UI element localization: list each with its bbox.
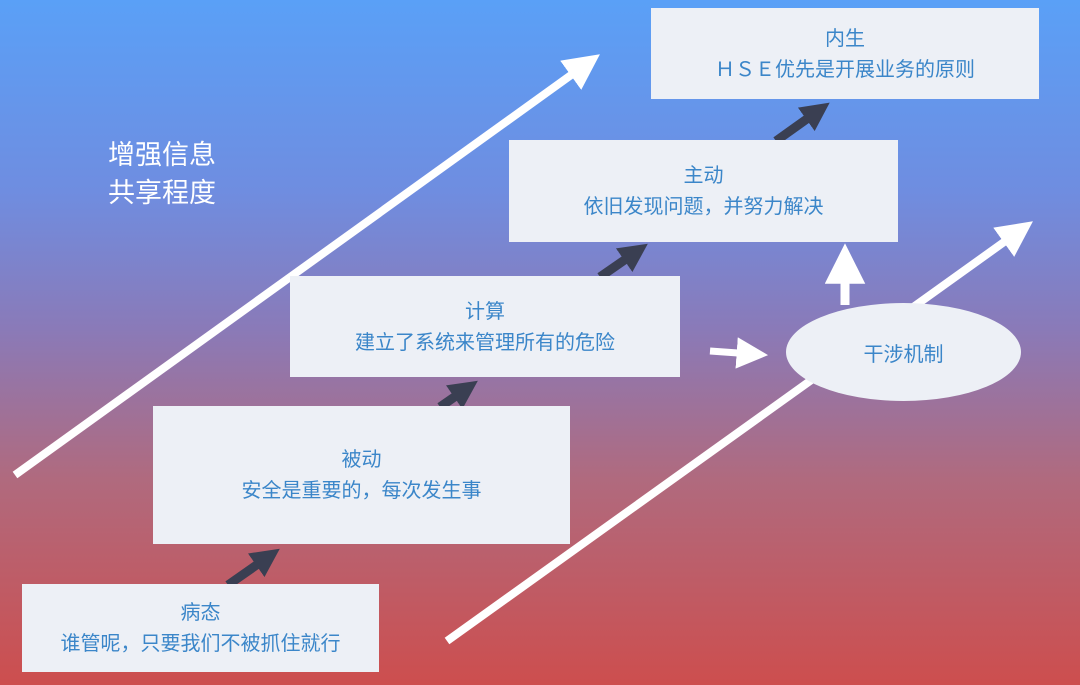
stage-title: 主动 <box>683 163 724 187</box>
lower-diagonal-arrow <box>444 221 1033 645</box>
info-sharing-arrow <box>12 54 600 479</box>
stage-description: 谁管呢，只要我们不被抓住就行 <box>60 631 341 655</box>
info-sharing-label-line2: 共享程度 <box>108 178 216 209</box>
stage-calculative-box: 计算 建立了系统来管理所有的危险 <box>290 276 680 377</box>
stage-generative-box: 内生 ＨＳＥ优先是开展业务的原则 <box>651 8 1039 99</box>
stage-description: 依旧发现问题，并努力解决 <box>583 194 824 218</box>
stage-title: 被动 <box>341 447 382 471</box>
intervention-ellipse: 干涉机制 <box>786 303 1021 401</box>
stage-proactive-box: 主动 依旧发现问题，并努力解决 <box>509 140 898 242</box>
stage-title: 计算 <box>465 298 505 323</box>
info-sharing-label: 增强信息 共享程度 <box>108 137 216 213</box>
stage-pathological-box: 病态 谁管呢，只要我们不被抓住就行 <box>22 584 379 672</box>
stage-title: 内生 <box>825 25 865 50</box>
step-arrow-1 <box>225 548 280 589</box>
to-intervention-arrow <box>709 337 769 369</box>
stage-title: 病态 <box>180 600 221 624</box>
stage-description: ＨＳＥ优先是开展业务的原则 <box>715 56 975 81</box>
stage-description: 安全是重要的，每次发生事 <box>241 478 482 502</box>
step-arrow-3 <box>597 243 648 281</box>
intervention-label: 干涉机制 <box>863 341 944 366</box>
stage-passive-box: 被动 安全是重要的，每次发生事 <box>153 406 570 544</box>
step-arrow-2 <box>437 380 478 411</box>
info-sharing-label-line1: 增强信息 <box>108 140 216 171</box>
step-arrow-4 <box>773 102 830 145</box>
stage-description: 建立了系统来管理所有的危险 <box>355 329 615 354</box>
